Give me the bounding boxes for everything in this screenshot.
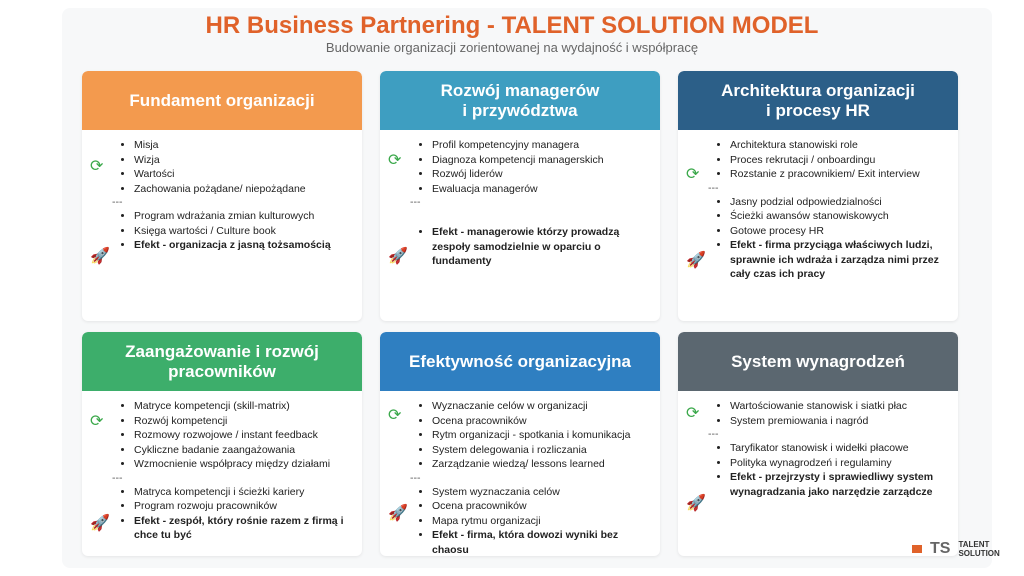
separator: --- [112, 471, 123, 484]
list-item: Gotowe procesy HR [730, 224, 948, 239]
list-item: Rozwój liderów [432, 167, 650, 182]
effect-item: Efekt - zespół, który rośnie razem z fir… [134, 514, 352, 543]
effect-item: Efekt - firma przyciąga właściwych ludzi… [730, 238, 948, 282]
list-item: Wzmocnienie współpracy między działami [134, 457, 352, 472]
separator: --- [708, 428, 719, 440]
separator: --- [708, 181, 719, 194]
card: Rozwój managerów i przywództwa ⟳ 🚀 Profil k… [380, 71, 660, 321]
cycle-icon: ⟳ [686, 166, 700, 183]
rocket-icon: 🚀 [686, 495, 706, 512]
list-item: Profil kompetencyjny managera [432, 138, 650, 153]
card-title: Efektywność organizacyjna [380, 332, 660, 391]
list-item: Zachowania pożądane/ niepożądane [134, 182, 352, 197]
list-item: Diagnoza kompetencji managerskich [432, 153, 650, 168]
list-item: Jasny podzial odpowiedzialności [730, 195, 948, 210]
list-item: Wartościowanie stanowisk i siatki płac [730, 399, 948, 414]
card-title: System wynagrodzeń [678, 332, 958, 391]
list-item: Program rozwoju pracowników [134, 499, 352, 514]
list-item: Program wdrażania zmian kulturowych [134, 209, 352, 224]
list-item: Matryca kompetencji i ścieżki kariery [134, 485, 352, 500]
logo-line2: SOLUTION [958, 549, 1000, 558]
list-item: Mapa rytmu organizacji [432, 514, 650, 529]
list-item: System premiowania i nagród [730, 414, 948, 429]
logo-square [912, 545, 922, 553]
logo-mark: TS [930, 540, 951, 557]
logo-line1: TALENT [958, 540, 990, 549]
rocket-icon: 🚀 [388, 248, 408, 265]
card-title: Zaangażowanie i rozwój pracowników [82, 332, 362, 391]
card-title: Rozwój managerów i przywództwa [380, 71, 660, 130]
list-item: Misja [134, 138, 352, 153]
separator: --- [410, 471, 421, 484]
card: System wynagrodzeń ⟳ 🚀 Wartościowanie stano… [678, 332, 958, 556]
list-item: Rozstanie z pracownikiem/ Exit interview [730, 167, 948, 182]
effect-item: Efekt - firma, która dowozi wyniki bez c… [432, 528, 650, 556]
cycle-icon: ⟳ [388, 407, 402, 424]
cycle-icon: ⟳ [388, 152, 402, 169]
list-item: Ocena pracowników [432, 499, 650, 514]
list-item: Architektura stanowiski role [730, 138, 948, 153]
list-item: Księga wartości / Culture book [134, 224, 352, 239]
page-title: HR Business Partnering - TALENT SOLUTION… [205, 12, 819, 39]
list-item: Rytm organizacji - spotkania i komunikac… [432, 428, 650, 443]
list-item: Polityka wynagrodzeń i regulaminy [730, 456, 948, 471]
effect-item: Efekt - managerowie którzy prowadzą zesp… [432, 225, 650, 269]
list-item: Ocena pracowników [432, 414, 650, 429]
card: Fundament organizacji ⟳ 🚀 MisjaWizjaWartośc… [82, 71, 362, 321]
list-item: System wyznaczania celów [432, 485, 650, 500]
rocket-icon: 🚀 [686, 252, 706, 269]
list-item: Rozwój kompetencji [134, 414, 352, 429]
list-item: System delegowania i rozliczania [432, 443, 650, 458]
cycle-icon: ⟳ [686, 405, 700, 422]
list-item: Rozmowy rozwojowe / instant feedback [134, 428, 352, 443]
rocket-icon: 🚀 [90, 248, 110, 265]
list-item: Matryce kompetencji (skill-matrix) [134, 399, 352, 414]
card: Zaangażowanie i rozwój pracowników ⟳ 🚀 Matr… [82, 332, 362, 556]
page-subtitle: Budowanie organizacji zorientowanej na w… [325, 40, 699, 55]
card: Efektywność organizacyjna ⟳ 🚀 Wyznaczanie c… [380, 332, 660, 556]
rocket-icon: 🚀 [90, 515, 110, 532]
separator: --- [112, 196, 123, 208]
effect-item: Efekt - organizacja z jasną tożsamością [134, 238, 352, 253]
list-item: Taryfikator stanowisk i widełki płacowe [730, 441, 948, 456]
list-item: Ścieżki awansów stanowiskowych [730, 209, 948, 224]
list-item: Wyznaczanie celów w organizacji [432, 399, 650, 414]
list-item: Wartości [134, 167, 352, 182]
effect-item: Efekt - przejrzysty i sprawiedliwy syste… [730, 470, 948, 499]
list-item: Cykliczne badanie zaangażowania [134, 443, 352, 458]
list-item: Ewaluacja managerów [432, 182, 650, 197]
list-item: Proces rekrutacji / onboardingu [730, 153, 948, 168]
card-title: Architektura organizacji i procesy HR [678, 71, 958, 130]
list-item: Wizja [134, 153, 352, 168]
separator: --- [410, 196, 421, 208]
rocket-icon: 🚀 [388, 505, 408, 522]
card-title: Fundament organizacji [82, 71, 362, 130]
cycle-icon: ⟳ [90, 413, 104, 430]
cycle-icon: ⟳ [90, 158, 104, 175]
card: Architektura organizacji i procesy HR ⟳ 🚀 A… [678, 71, 958, 321]
list-item: Zarządzanie wiedzą/ lessons learned [432, 457, 650, 472]
